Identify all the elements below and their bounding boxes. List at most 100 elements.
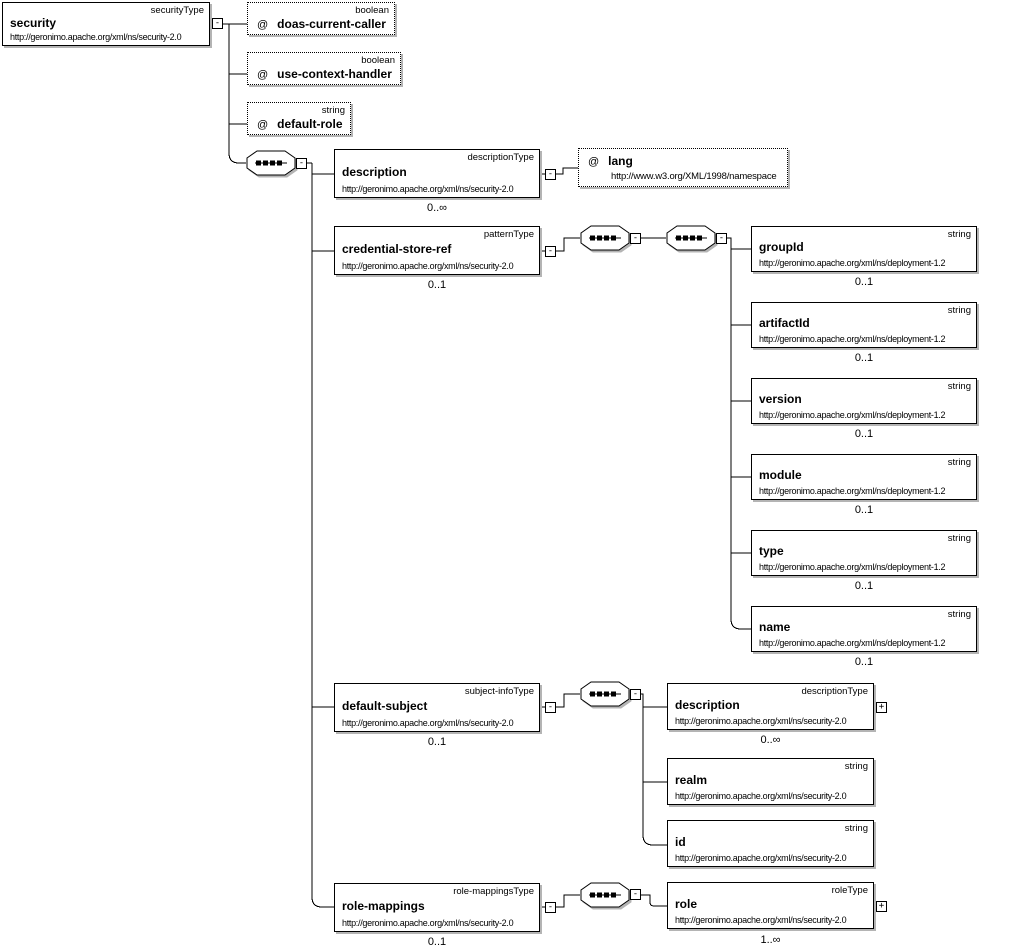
attribute-name-row: @default-role: [257, 117, 343, 131]
type-label: string: [947, 305, 971, 316]
namespace-label: http://geronimo.apache.org/xml/ns/securi…: [342, 184, 514, 194]
type-label: string: [947, 533, 971, 544]
element-name: groupId: [759, 240, 804, 254]
attribute-name-row: @ doas-current-caller: [257, 17, 386, 31]
sequence-dot: [611, 892, 616, 898]
element-name: role: [675, 897, 698, 911]
sequence-dot: [604, 235, 609, 241]
element-box-role[interactable]: roleType role http://geronimo.apache.org…: [667, 882, 874, 929]
sequence-dot: [611, 691, 616, 697]
type-label: string: [947, 457, 971, 468]
type-label: string: [947, 609, 971, 620]
element-box-credential-store-ref[interactable]: patternType credential-store-ref http://…: [334, 226, 540, 275]
attribute-box-lang[interactable]: @lang http://www.w3.org/XML/1998/namespa…: [578, 148, 788, 187]
connector-line: [311, 163, 334, 908]
collapse-button[interactable]: -: [716, 233, 727, 244]
element-name: credential-store-ref: [342, 242, 452, 256]
sequence-icon[interactable]: [580, 882, 630, 908]
occurrence-label: 0..1: [854, 352, 874, 364]
collapse-button[interactable]: -: [212, 18, 223, 29]
connector-line: [641, 894, 667, 907]
collapse-button[interactable]: -: [630, 889, 641, 900]
attribute-name-row: @use-context-handler: [257, 67, 392, 81]
element-box-realm[interactable]: string realm http://geronimo.apache.org/…: [667, 758, 874, 805]
occurrence-label: 0..1: [854, 504, 874, 516]
element-name: type: [759, 544, 784, 558]
connector-line: [556, 894, 580, 908]
element-name: name: [759, 620, 791, 634]
collapse-button[interactable]: -: [630, 689, 641, 700]
type-label: string: [844, 761, 868, 772]
type-label: boolean: [361, 55, 395, 66]
occurrence-label: 0..∞: [426, 202, 448, 214]
namespace-label: http://geronimo.apache.org/xml/ns/deploy…: [759, 562, 946, 572]
attribute-name: default-role: [277, 117, 343, 131]
namespace-label: http://geronimo.apache.org/xml/ns/securi…: [342, 718, 514, 728]
sequence-dot: [597, 235, 602, 241]
sequence-dot: [604, 892, 609, 898]
namespace-label: http://geronimo.apache.org/xml/ns/deploy…: [759, 258, 946, 268]
element-box-role-mappings[interactable]: role-mappingsType role-mappings http://g…: [334, 883, 540, 932]
element-box-name[interactable]: string name http://geronimo.apache.org/x…: [751, 606, 977, 652]
namespace-label: http://geronimo.apache.org/xml/ns/securi…: [675, 791, 847, 801]
attribute-box-default-role[interactable]: string @default-role: [247, 102, 351, 135]
collapse-button[interactable]: -: [545, 246, 556, 257]
element-box-description-2[interactable]: descriptionType description http://geron…: [667, 683, 874, 730]
element-box-description[interactable]: descriptionType description http://geron…: [334, 149, 540, 198]
element-box-type[interactable]: string type http://geronimo.apache.org/x…: [751, 530, 977, 576]
type-label: role-mappingsType: [453, 886, 534, 897]
attribute-box-doas-current-caller[interactable]: boolean @ doas-current-caller: [247, 2, 395, 35]
namespace-label: http://www.w3.org/XML/1998/namespace: [611, 171, 777, 182]
element-name: module: [759, 468, 802, 482]
collapse-button[interactable]: -: [296, 158, 307, 169]
sequence-dot: [590, 691, 595, 697]
namespace-label: http://geronimo.apache.org/xml/ns/securi…: [342, 261, 514, 271]
occurrence-label: 0..1: [854, 428, 874, 440]
collapse-button[interactable]: -: [545, 702, 556, 713]
attribute-at-icon: @: [257, 19, 269, 31]
sequence-dot: [697, 235, 702, 241]
sequence-icon[interactable]: [666, 225, 716, 251]
type-label: subject-infoType: [464, 686, 534, 697]
namespace-label: http://geronimo.apache.org/xml/ns/deploy…: [759, 486, 946, 496]
namespace-label: http://geronimo.apache.org/xml/ns/deploy…: [759, 334, 946, 344]
namespace-label: http://geronimo.apache.org/xml/ns/securi…: [342, 918, 514, 928]
attribute-name: lang: [608, 154, 633, 168]
type-label: string: [947, 381, 971, 392]
element-box-default-subject[interactable]: subject-infoType default-subject http://…: [334, 683, 540, 732]
collapse-button[interactable]: -: [630, 233, 641, 244]
attribute-name: doas-current-caller: [277, 17, 386, 31]
occurrence-label: 0..1: [854, 656, 874, 668]
expand-button[interactable]: +: [876, 702, 887, 713]
element-box-groupId[interactable]: string groupId http://geronimo.apache.or…: [751, 226, 977, 272]
sequence-icon[interactable]: [580, 225, 630, 251]
element-box-module[interactable]: string module http://geronimo.apache.org…: [751, 454, 977, 500]
type-label: patternType: [483, 229, 534, 240]
element-box-id[interactable]: string id http://geronimo.apache.org/xml…: [667, 820, 874, 867]
element-box-version[interactable]: string version http://geronimo.apache.or…: [751, 378, 977, 424]
namespace-label: http://geronimo.apache.org/xml/ns/securi…: [675, 915, 847, 925]
collapse-button[interactable]: -: [545, 902, 556, 913]
type-label: boolean: [355, 5, 389, 16]
element-box-security[interactable]: securityType security http://geronimo.ap…: [2, 2, 210, 46]
sequence-dot: [604, 691, 609, 697]
sequence-dot: [263, 160, 268, 166]
sequence-dot: [277, 160, 282, 166]
sequence-dot: [590, 235, 595, 241]
sequence-dot: [597, 691, 602, 697]
sequence-dot: [590, 892, 595, 898]
occurrence-label: 0..1: [427, 936, 447, 948]
connector-line: [228, 24, 246, 164]
element-box-artifactId[interactable]: string artifactId http://geronimo.apache…: [751, 302, 977, 348]
sequence-icon[interactable]: [580, 681, 630, 707]
occurrence-label: 0..1: [427, 279, 447, 291]
attribute-box-use-context-handler[interactable]: boolean @use-context-handler: [247, 52, 401, 85]
type-label: descriptionType: [801, 686, 868, 697]
occurrence-label: 0..1: [854, 276, 874, 288]
element-name: security: [10, 16, 57, 30]
expand-button[interactable]: +: [876, 901, 887, 912]
collapse-button[interactable]: -: [545, 169, 556, 180]
sequence-icon[interactable]: [246, 150, 296, 176]
namespace-label: http://geronimo.apache.org/xml/ns/securi…: [675, 716, 847, 726]
